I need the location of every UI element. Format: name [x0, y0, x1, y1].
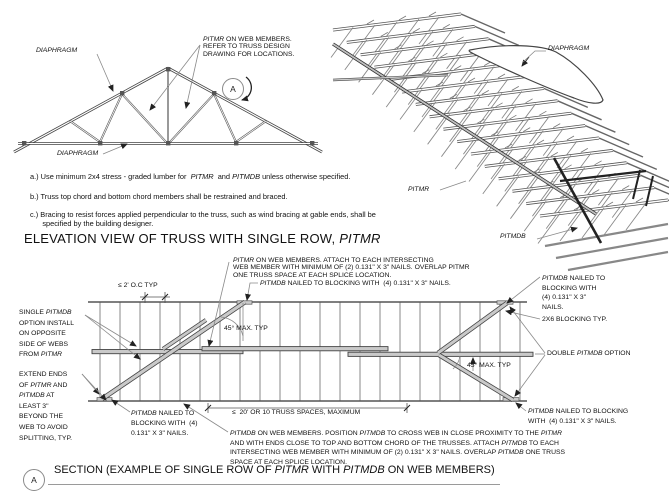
- dimension-length: [204, 403, 411, 413]
- diaphragm-patch: [468, 45, 604, 104]
- section-dim-spacing-label: ≤ 2' O.C TYP: [118, 282, 158, 289]
- elevation-section-marker: A: [222, 78, 244, 100]
- section-pitmr-web-note: PITMR ON WEB MEMBERS. ATTACH TO EACH INT…: [233, 257, 470, 279]
- note-c: c.) Bracing to resist forces applied per…: [30, 210, 376, 228]
- perspective-diaphragm-label: DIAPHRAGM: [548, 45, 590, 52]
- section-drawing: [48, 261, 546, 485]
- elevation-view-title: ELEVATION VIEW OF TRUSS WITH SINGLE ROW,…: [24, 231, 381, 246]
- section-angle-right-label: 45° MAX. TYP: [467, 362, 511, 369]
- pitmdb-braces: [552, 157, 654, 244]
- pitmdb-left-diagonal: [100, 300, 247, 401]
- dimension-spacing: [140, 292, 170, 303]
- section-pitmdb-web-note: PITMDB ON WEB MEMBERS. POSITION PITMDB T…: [230, 430, 566, 466]
- elevation-diaphragm-top-label: DIAPHRAGM: [36, 47, 78, 54]
- section-leaders: [81, 261, 546, 433]
- pitmr-row: [91, 346, 534, 357]
- section-title: SECTION (EXAMPLE OF SINGLE ROW OF PITMR …: [54, 464, 495, 476]
- elevation-diaphragm-bottom-label: DIAPHRAGM: [57, 150, 99, 157]
- section-pitmdb-blocking-top-label: PITMDB NAILED TO BLOCKING WITH (4) 0.131…: [260, 280, 451, 287]
- section-double-pitmdb-label: DOUBLE PITMDB OPTION: [547, 350, 631, 357]
- elevation-truss-drawing: [13, 44, 323, 155]
- note-b: b.) Truss top chord and bottom chord mem…: [30, 192, 288, 201]
- pitmdb-double-diagonals: [436, 301, 515, 402]
- perspective-pitmr-label: PITMR: [408, 186, 430, 193]
- joint-plates: [22, 67, 315, 146]
- perspective-pitmdb-label: PITMDB: [500, 233, 526, 240]
- section-2x6-blocking-label: 2X6 BLOCKING TYP.: [542, 316, 608, 323]
- elevation-pitmr-note: PITMR ON WEB MEMBERS.REFER TO TRUSS DESI…: [203, 36, 295, 58]
- section-angle-left-label: 45° MAX. TYP: [224, 325, 268, 332]
- section-cut-arrow: [241, 76, 252, 102]
- section-marker: A: [23, 469, 45, 491]
- eave-boards: [544, 222, 669, 272]
- section-dim-length-label: ≤ 20' OR 10 TRUSS SPACES, MAXIMUM: [232, 409, 361, 416]
- note-a: a.) Use minimum 2x4 stress - graded lumb…: [30, 172, 351, 181]
- perspective-view-drawing: [329, 10, 669, 272]
